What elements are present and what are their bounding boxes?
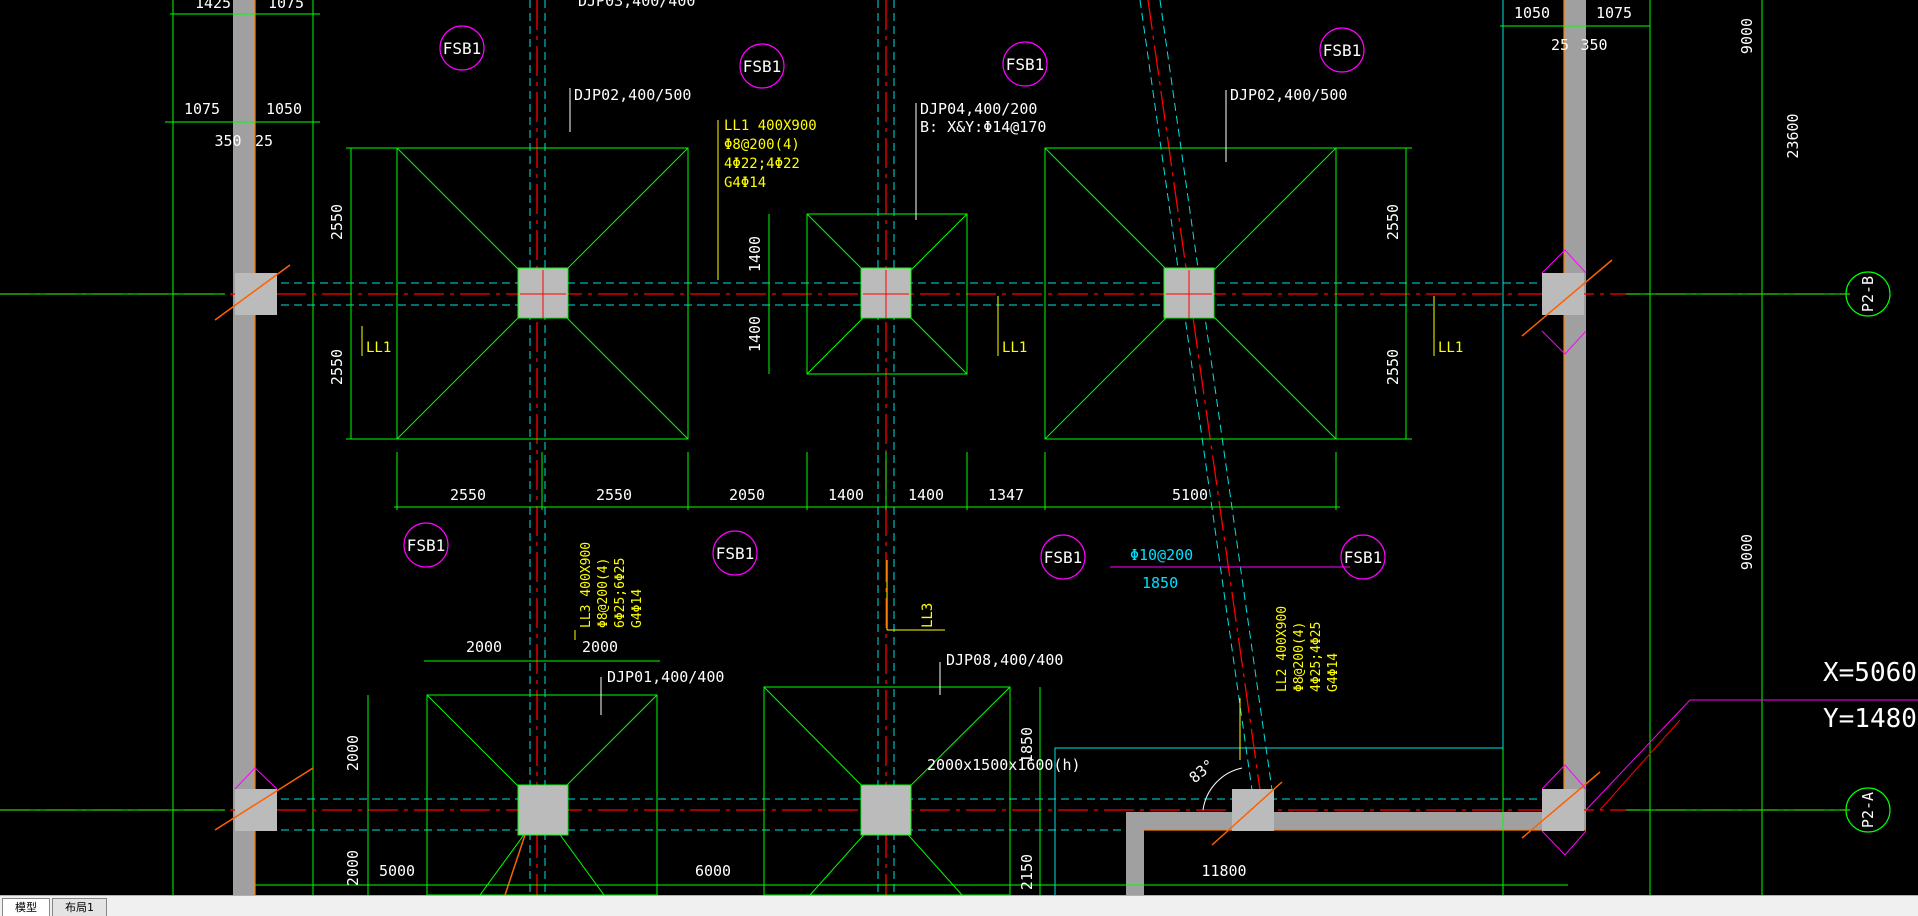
coord-x-readout: X=50604 xyxy=(1823,658,1918,688)
dim-text: 350 xyxy=(214,132,241,150)
dimension-lines xyxy=(165,13,1650,895)
dim-text: 2150 xyxy=(1018,854,1036,890)
dim-text: 2000 xyxy=(344,850,362,886)
cyan-outline xyxy=(1054,0,1504,895)
dim-text: 2550 xyxy=(596,486,632,504)
footing-label: DJP02,400/500 xyxy=(1230,86,1347,104)
dim-text: 5000 xyxy=(379,862,415,880)
dim-text: 1400 xyxy=(746,236,764,272)
beam-tag: LL1 xyxy=(1438,340,1463,356)
slab-marker: FSB1 xyxy=(1006,55,1045,74)
rebar-length: 1850 xyxy=(1142,574,1178,592)
dim-text: 25 xyxy=(1551,36,1569,54)
dim-text: 11800 xyxy=(1201,862,1246,880)
dim-text: 1425 xyxy=(195,0,231,12)
footing-label: DJP08,400/400 xyxy=(946,651,1063,669)
footing-label: DJP04,400/200 xyxy=(920,100,1037,118)
dim-text: 2550 xyxy=(1384,349,1402,385)
dim-text: 1347 xyxy=(988,486,1024,504)
axis-label: P2-A xyxy=(1859,792,1877,828)
column-axis-marks xyxy=(520,270,1212,318)
pit-label: 2000x1500x1600(h) xyxy=(927,756,1081,774)
dim-text: 9000 xyxy=(1738,534,1756,570)
red-annotation xyxy=(1599,719,1681,811)
dim-text: 2000 xyxy=(466,638,502,656)
axis-green-lines xyxy=(0,293,1850,811)
magenta-corners xyxy=(234,249,1918,856)
tab-model[interactable]: 模型 xyxy=(2,898,50,916)
slab-marker: FSB1 xyxy=(743,57,782,76)
slab-marker: FSB1 xyxy=(1044,548,1083,567)
dim-text: 2000 xyxy=(582,638,618,656)
dim-text: 23600 xyxy=(1784,113,1802,158)
beam-spec-text: Φ8@200(4) xyxy=(1292,622,1307,692)
beam-spec-text: G4Φ14 xyxy=(1326,653,1341,692)
dim-text: 25 xyxy=(255,132,273,150)
axis-label: P2-B xyxy=(1859,276,1877,312)
dim-text: 1400 xyxy=(828,486,864,504)
footing-label: DJP02,400/500 xyxy=(574,86,691,104)
dim-text: 1075 xyxy=(268,0,304,12)
beam-tag: LL3 xyxy=(920,603,936,628)
angle-arc xyxy=(1202,767,1243,811)
dim-text: 2550 xyxy=(1384,204,1402,240)
columns xyxy=(235,267,1584,836)
slab-marker: FSB1 xyxy=(1323,41,1362,60)
dim-text: 350 xyxy=(1580,36,1607,54)
cad-drawing-canvas[interactable]: FSB1 FSB1 FSB1 FSB1 FSB1 FSB1 FSB1 FSB1 … xyxy=(0,0,1918,895)
dim-text: 1050 xyxy=(266,100,302,118)
dim-text: 1850 xyxy=(1018,727,1036,763)
slab-marker: FSB1 xyxy=(716,544,755,563)
beam-spec-text: Φ8@200(4) xyxy=(596,558,611,628)
slab-marker: FSB1 xyxy=(443,39,482,58)
slab-markers xyxy=(403,25,1386,580)
rebar-spec: Φ10@200 xyxy=(1130,546,1193,564)
orange-rebars xyxy=(214,259,1613,895)
dim-text: 1400 xyxy=(908,486,944,504)
beam-tag: LL1 xyxy=(1002,340,1027,356)
tab-layout1[interactable]: 布局1 xyxy=(52,898,107,916)
slab-marker: FSB1 xyxy=(1344,548,1383,567)
footing-label: DJP03,400/400 xyxy=(578,0,695,10)
beam-spec-text: LL1 400X900 xyxy=(724,118,817,134)
beam-tag: LL1 xyxy=(366,340,391,356)
beam-spec-text: G4Φ14 xyxy=(724,175,766,191)
axis-lines xyxy=(0,0,1850,895)
coord-y-readout: Y=14800. xyxy=(1823,704,1918,734)
dim-text: 5100 xyxy=(1172,486,1208,504)
dim-text: 2550 xyxy=(450,486,486,504)
beam-spec-text: 4Φ22;4Φ22 xyxy=(724,156,800,172)
dim-text: 1075 xyxy=(1596,4,1632,22)
beam-spec-text: LL3 400X900 xyxy=(579,542,594,628)
leader-lines xyxy=(569,88,1227,715)
footing-label: DJP01,400/400 xyxy=(607,668,724,686)
dim-text: 9000 xyxy=(1738,18,1756,54)
dim-text: 1075 xyxy=(184,100,220,118)
beam-spec-text: G4Φ14 xyxy=(630,589,645,628)
dim-text: 2000 xyxy=(344,735,362,771)
dim-text: 1400 xyxy=(746,316,764,352)
footing-label: B: X&Y:Φ14@170 xyxy=(920,118,1046,136)
slab-marker: FSB1 xyxy=(407,536,446,555)
beam-spec-text: 6Φ25;6Φ25 xyxy=(613,558,628,628)
axis-bubbles xyxy=(1845,271,1891,833)
dim-text: 2550 xyxy=(328,349,346,385)
dim-text: 1050 xyxy=(1514,4,1550,22)
dim-text: 2050 xyxy=(729,486,765,504)
beam-spec-text: 4Φ25;4Φ25 xyxy=(1309,622,1324,692)
beam-spec-text: LL2 400X900 xyxy=(1275,606,1290,692)
wall-edges xyxy=(254,0,1586,895)
shear-walls xyxy=(233,0,1586,895)
beam-spec-text: Φ8@200(4) xyxy=(724,137,800,153)
dim-text: 2550 xyxy=(328,204,346,240)
dim-text: 6000 xyxy=(695,862,731,880)
beam-leaders xyxy=(361,120,1435,760)
layout-tab-bar: 模型 布局1 xyxy=(0,895,1918,916)
